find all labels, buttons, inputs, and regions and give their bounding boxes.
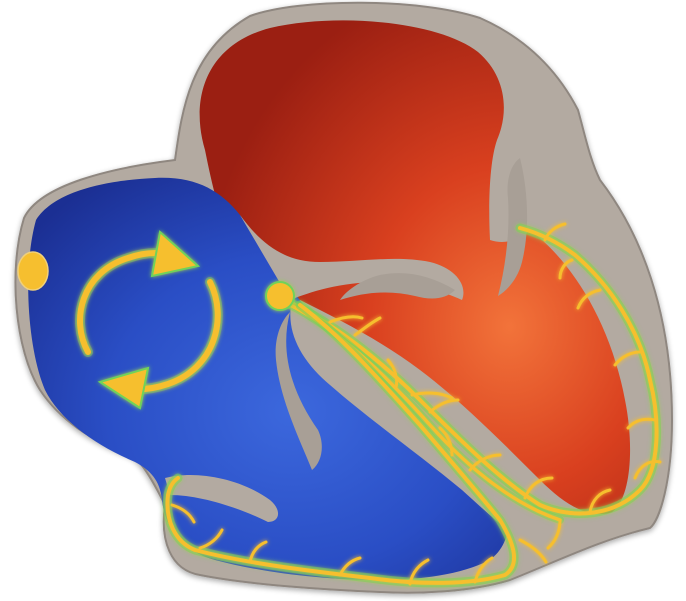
av-node-dot-icon xyxy=(266,282,294,310)
sa-node-dot-icon xyxy=(18,252,48,290)
